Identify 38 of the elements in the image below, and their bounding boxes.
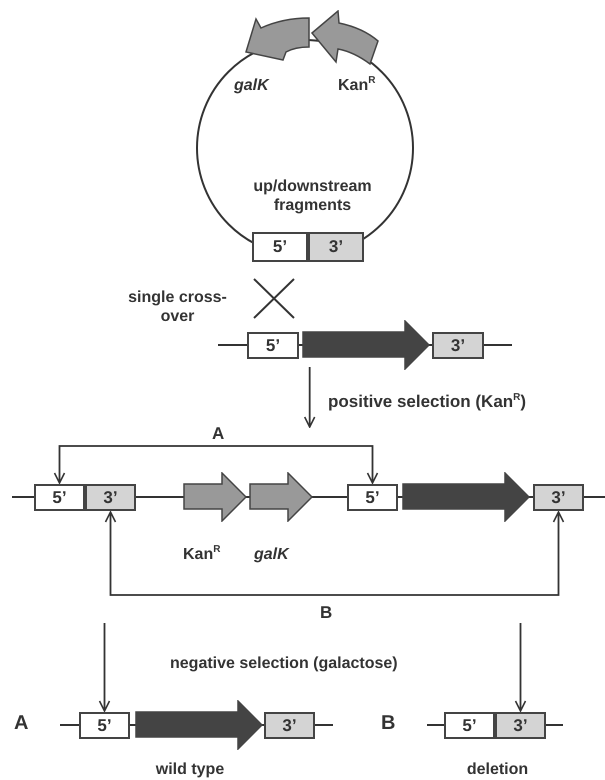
fragment-box: 3’ <box>85 484 136 511</box>
gene-symbol <box>249 472 313 522</box>
fragment-box: 3’ <box>533 484 584 511</box>
text-label: A <box>14 714 28 733</box>
gene-symbol <box>135 700 263 750</box>
gene-symbol <box>302 320 430 370</box>
arrow <box>98 623 110 712</box>
edge-label: positive selection (Kan$^{R}$) <box>328 392 526 411</box>
text-label: up/downstream fragments <box>252 177 373 215</box>
text-label: galK <box>254 545 289 564</box>
fragment-box: 3’ <box>308 232 364 262</box>
text-label: single cross-over <box>127 288 228 326</box>
gene-symbol <box>311 10 380 66</box>
fragment-box: 5’ <box>347 484 398 511</box>
fragment-box: 5’ <box>34 484 85 511</box>
text-label: negative selection (galactose) <box>170 654 398 673</box>
gene-symbol <box>402 472 530 522</box>
fragment-box: 3’ <box>264 712 315 739</box>
fragment-box: 5’ <box>444 712 495 739</box>
text-label: Kan$^{R}$ <box>183 545 220 564</box>
edge-label: B <box>320 603 332 622</box>
arrow <box>304 367 316 428</box>
arrow <box>54 445 378 484</box>
edge-label: A <box>212 424 224 443</box>
fragment-box: 3’ <box>495 712 546 739</box>
text-label: galK <box>234 76 269 95</box>
fragment-box: 5’ <box>252 232 308 262</box>
arrow <box>104 511 564 596</box>
text-label: wild type <box>154 760 226 779</box>
fragment-box: 5’ <box>247 332 299 359</box>
fragment-box: 5’ <box>79 712 130 739</box>
text-label: B <box>381 714 396 733</box>
arrow <box>514 623 526 712</box>
gene-symbol <box>245 17 311 62</box>
gene-symbol <box>183 472 247 522</box>
text-label: Kan$^{R}$ <box>338 76 376 95</box>
text-label: deletion <box>466 760 530 779</box>
fragment-box: 3’ <box>432 332 484 359</box>
